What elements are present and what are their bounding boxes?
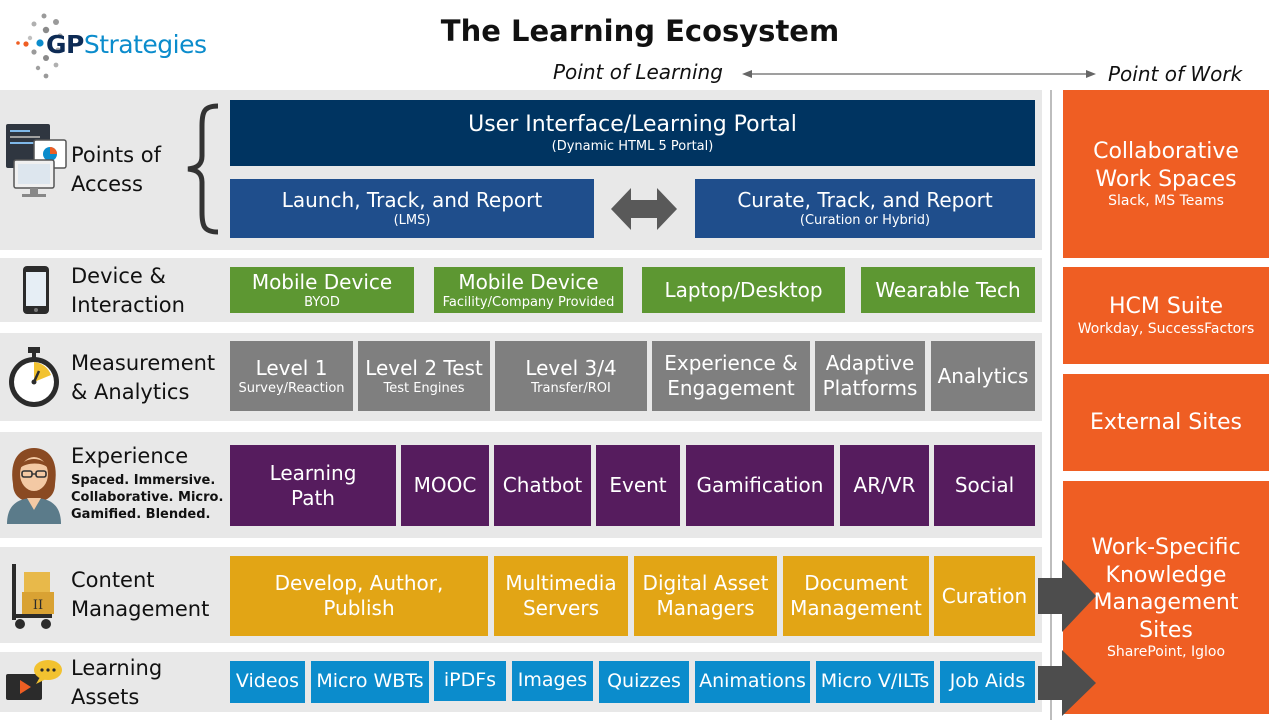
asset-animations: Animations (695, 661, 810, 703)
learner-avatar-icon (7, 448, 61, 524)
content-digital-asset-managers: Digital Asset Managers (634, 556, 777, 636)
lms-sub: (LMS) (393, 213, 431, 229)
experience-sublabel-1: Spaced. Immersive. (71, 473, 216, 488)
experience-event: Event (596, 445, 680, 526)
measure-adaptive-platforms: Adaptive Platforms (815, 341, 925, 411)
measurement-label: Measurement & Analytics (71, 349, 215, 407)
portal-title: User Interface/Learning Portal (468, 112, 797, 138)
measure-level34: Level 3/4 Transfer/ROI (495, 341, 647, 411)
hand-truck-boxes-icon: II (12, 564, 54, 629)
experience-mooc: MOOC (401, 445, 489, 526)
content-management-label: Content Management (71, 566, 209, 624)
double-arrow-icon (742, 70, 1096, 78)
content-multimedia-servers: Multimedia Servers (494, 556, 628, 636)
assets-flow-arrow-icon (1038, 650, 1096, 716)
asset-micro-vilts: Micro V/ILTs (816, 661, 934, 703)
experience-chatbot: Chatbot (494, 445, 591, 526)
bidirectional-arrow-icon (611, 188, 677, 230)
asset-images: Images (512, 661, 593, 701)
asset-job-aids: Job Aids (940, 661, 1035, 703)
measurement-line2: & Analytics (71, 380, 190, 404)
user-interface-portal-box: User Interface/Learning Portal (Dynamic … (230, 100, 1035, 166)
experience-ar-vr: AR/VR (840, 445, 929, 526)
device-label: Device & Interaction (71, 262, 185, 320)
portal-sub: (Dynamic HTML 5 Portal) (551, 138, 714, 154)
content-flow-arrow-icon (1038, 560, 1096, 632)
asset-quizzes: Quizzes (599, 661, 689, 703)
device-line2: Interaction (71, 293, 185, 317)
experience-sublabel-2: Collaborative. Micro. (71, 490, 224, 505)
device-wearable-tech: Wearable Tech (861, 267, 1035, 313)
content-line1: Content (71, 568, 155, 592)
assets-line1: Learning (71, 656, 163, 680)
points-of-access-line2: Access (71, 172, 143, 196)
logo-dots-icon (16, 13, 63, 79)
measurement-line1: Measurement (71, 351, 216, 375)
measure-analytics: Analytics (931, 341, 1035, 411)
point-of-work-label: Point of Work (1108, 62, 1243, 86)
stopwatch-icon (9, 347, 59, 407)
device-laptop-desktop: Laptop/Desktop (642, 267, 845, 313)
curate-sub: (Curation or Hybrid) (799, 213, 931, 229)
company-logo: GPStrategies (12, 10, 217, 82)
lms-box: Launch, Track, and Report (LMS) (230, 179, 594, 238)
svg-text:II: II (33, 598, 43, 613)
curly-brace-icon (187, 103, 219, 235)
experience-learning-path: Learning Path (230, 445, 396, 526)
measure-experience-engagement: Experience & Engagement (652, 341, 810, 411)
measure-level2: Level 2 Test Test Engines (358, 341, 490, 411)
logo-gp-text: GP (46, 30, 84, 59)
work-collaborative-spaces: Collaborative Work Spaces Slack, MS Team… (1063, 90, 1269, 258)
smartphone-icon (23, 266, 49, 314)
asset-micro-wbts: Micro WBTs (311, 661, 429, 703)
device-mobile-byod: Mobile Device BYOD (230, 267, 414, 313)
page-title: The Learning Ecosystem (440, 14, 840, 48)
logo-strategies-text: Strategies (83, 30, 207, 59)
experience-social: Social (934, 445, 1035, 526)
asset-ipdfs: iPDFs (434, 661, 506, 701)
points-of-access-line1: Points of (71, 143, 161, 167)
experience-sublabel-3: Gamified. Blended. (71, 507, 211, 522)
content-document-management: Document Management (783, 556, 929, 636)
points-of-access-label: Points of Access (71, 141, 161, 199)
asset-videos: Videos (230, 661, 305, 703)
learning-assets-label: Learning Assets (71, 654, 162, 712)
content-line2: Management (71, 597, 210, 621)
device-line1: Device & (71, 264, 166, 288)
measure-level1: Level 1 Survey/Reaction (230, 341, 353, 411)
curate-box: Curate, Track, and Report (Curation or H… (695, 179, 1035, 238)
work-knowledge-management: Work-Specific Knowledge Management Sites… (1063, 481, 1269, 714)
assets-line2: Assets (71, 685, 140, 709)
content-curation: Curation (934, 556, 1035, 636)
experience-gamification: Gamification (686, 445, 834, 526)
content-develop-author-publish: Develop, Author, Publish (230, 556, 488, 636)
work-external-sites: External Sites (1063, 374, 1269, 471)
point-of-learning-label: Point of Learning (553, 60, 723, 84)
device-mobile-company: Mobile Device Facility/Company Provided (434, 267, 623, 313)
video-chat-icon (6, 660, 62, 700)
vertical-divider (1050, 90, 1052, 720)
lms-title: Launch, Track, and Report (281, 188, 543, 213)
work-hcm-suite: HCM Suite Workday, SuccessFactors (1063, 267, 1269, 364)
curate-title: Curate, Track, and Report (737, 188, 993, 213)
experience-label: Experience (71, 444, 189, 468)
devices-icon (6, 124, 67, 197)
